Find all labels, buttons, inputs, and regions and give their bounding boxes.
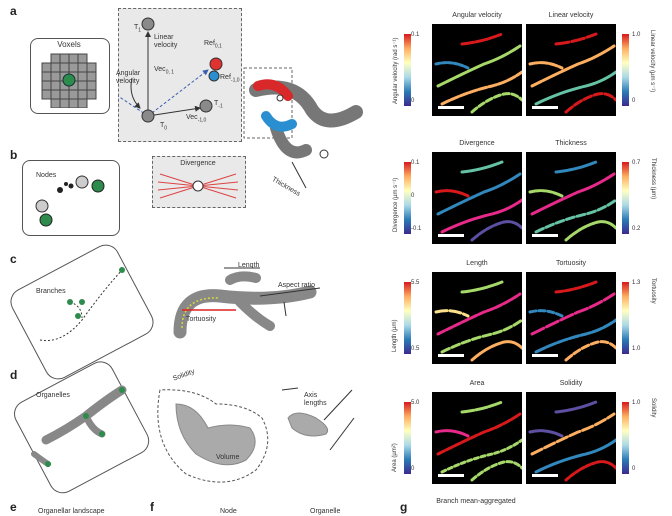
colorbar-right-1: [622, 162, 629, 234]
map-title-right-3: Solidity: [559, 380, 583, 387]
tick-left-0-0: 0.1: [411, 32, 420, 38]
organellar-landscape-label: Organellar landscape: [38, 508, 105, 515]
axis-label-left-0: Angular velocity (rad s⁻¹): [393, 37, 399, 104]
colorbar-right-0: [622, 34, 629, 106]
branches-title: Branches: [36, 288, 66, 295]
tick-right-1-0: 0.7: [632, 160, 641, 166]
node-label: Node: [220, 508, 237, 515]
refm10-label: Ref-1,0: [220, 74, 240, 84]
velocity-diagram-figure: [118, 17, 223, 123]
tick-right-3-1: 0: [632, 466, 636, 472]
scale-bar: [438, 234, 464, 237]
organelle-label: Organelle: [310, 508, 341, 515]
map-image-1-left: [432, 152, 522, 244]
map-title-left-0: Angular velocity: [452, 12, 502, 19]
panel-label-b: b: [10, 148, 18, 162]
tick-left-2-0: 5.5: [411, 280, 420, 286]
axis-label-left-1: Divergence (µm s⁻¹): [393, 177, 399, 232]
solidity-volume-figure: [157, 387, 355, 483]
vecm10-label: Vec-1,0: [186, 114, 207, 124]
axis-label-right-1: Thickness (µm): [650, 158, 656, 200]
divergence-arrows-figure: [157, 173, 239, 199]
tortuosity-label: Tortuosity: [186, 316, 216, 323]
divergence-title: Divergence: [180, 160, 216, 167]
panel-label-g: g: [400, 500, 408, 514]
panel-label-a: a: [10, 4, 17, 18]
branches-figure: [39, 267, 125, 342]
panel-label-c: c: [10, 252, 17, 266]
panel-label-d: d: [10, 368, 18, 382]
tick-left-2-1: 0.5: [411, 346, 420, 352]
map-image-3-left: [432, 392, 522, 484]
axis-lengths-label: Axis lengths: [304, 392, 327, 407]
nodes-figure: [35, 175, 105, 227]
map-title-right-0: Linear velocity: [548, 12, 594, 19]
scale-bar: [532, 106, 558, 109]
scale-bar: [438, 354, 464, 357]
map-title-right-2: Tortuosity: [556, 260, 586, 267]
colorbar-left-3: [404, 402, 411, 474]
ref01-label: Ref0,1: [204, 40, 222, 50]
panel-label-f: f: [150, 500, 154, 514]
map-image-2-right: [526, 272, 616, 364]
tick-right-3-0: 1.0: [632, 400, 641, 406]
angular-velocity-label: Angular velocity: [116, 70, 141, 85]
tick-right-0-0: 1.0: [632, 32, 641, 38]
organelles-figure: [31, 385, 127, 467]
nodes-box: [22, 160, 120, 236]
tick-left-1-2: -0.1: [411, 226, 422, 232]
length-label: Length: [238, 262, 260, 269]
axis-label-left-3: Area (µm²): [392, 443, 398, 472]
voxels-title: Voxels: [57, 40, 81, 49]
axis-label-right-3: Solidity: [650, 398, 656, 418]
map-image-0-left: [432, 24, 522, 116]
map-title-left-1: Divergence: [459, 140, 495, 147]
scale-bar: [532, 234, 558, 237]
scale-bar: [532, 474, 558, 477]
branch-shape-figure: [173, 267, 321, 339]
t1-label: T1: [134, 24, 142, 34]
map-image-3-right: [526, 392, 616, 484]
organelle-3d-figure: [243, 67, 363, 189]
nodes-title: Nodes: [36, 172, 57, 179]
tick-right-1-1: 0.2: [632, 226, 641, 232]
vec01-label: Vec0, 1: [154, 66, 175, 76]
velocity-diagram-box: [118, 8, 242, 142]
tick-left-0-1: 0: [411, 98, 415, 104]
linear-velocity-label: Linear velocity: [154, 34, 178, 49]
tick-left-3-1: 0: [411, 466, 415, 472]
scale-bar: [438, 474, 464, 477]
colorbar-left-1: [404, 162, 411, 234]
tick-right-2-0: 1.3: [632, 280, 641, 286]
tick-left-1-1: 0: [411, 193, 415, 199]
tick-left-3-0: 5.0: [411, 400, 420, 406]
scale-bar: [438, 106, 464, 109]
colorbar-right-3: [622, 402, 629, 474]
scale-bar: [532, 354, 558, 357]
tick-right-2-1: 1.0: [632, 346, 641, 352]
volume-label: Volume: [216, 454, 240, 461]
map-image-2-left: [432, 272, 522, 364]
colorbar-left-0: [404, 34, 411, 106]
colorbar-left-2: [404, 282, 411, 354]
tm1-label: T-1: [214, 100, 223, 110]
map-title-right-1: Thickness: [555, 140, 587, 147]
axis-label-right-0: Linear velocity (µm s⁻¹): [649, 30, 655, 93]
map-image-0-right: [526, 24, 616, 116]
axis-label-right-2: Tortuosity: [650, 278, 656, 304]
tick-right-0-1: 0: [632, 98, 636, 104]
panel-label-e: e: [10, 500, 17, 514]
aspect-ratio-label: Aspect ratio: [278, 282, 315, 289]
tick-left-1-0: 0.1: [411, 160, 420, 166]
branch-mean-aggregated-label: Branch mean-aggregated: [436, 498, 516, 505]
map-title-left-3: Area: [469, 380, 485, 387]
organelles-title: Organelles: [36, 392, 70, 399]
colorbar-right-2: [622, 282, 629, 354]
voxel-grid-figure: [41, 53, 97, 108]
map-image-1-right: [526, 152, 616, 244]
t0-label: T0: [160, 122, 168, 132]
axis-label-left-2: Length (µm): [392, 319, 398, 352]
map-title-left-2: Length: [466, 260, 488, 267]
